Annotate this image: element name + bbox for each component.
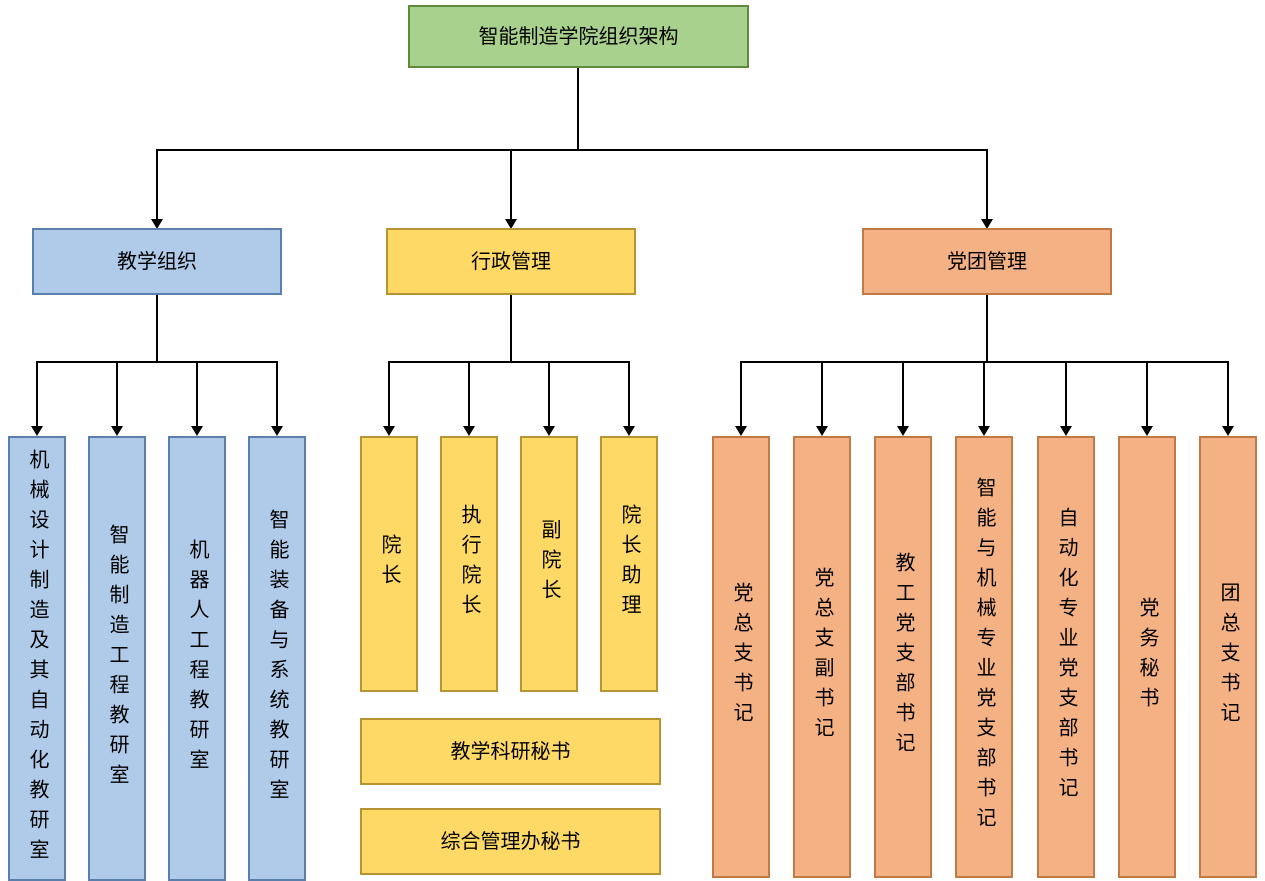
connector-line xyxy=(388,361,390,427)
connector-line xyxy=(740,361,742,427)
connector-line xyxy=(510,295,512,362)
branch-party: 党团管理 xyxy=(862,228,1112,295)
connector-line xyxy=(156,149,158,220)
node-admin-secretary-0-label: 教学科研秘书 xyxy=(450,740,571,763)
node-party-6-label: 团总支书记 xyxy=(1217,582,1239,732)
node-party-4: 自动化专业党支部书记 xyxy=(1037,436,1095,878)
connector-line xyxy=(36,361,278,363)
node-admin-0-label: 院长 xyxy=(378,534,400,594)
node-party-4-label: 自动化专业党支部书记 xyxy=(1055,507,1077,807)
connector-line xyxy=(821,361,823,427)
connector-line xyxy=(628,361,630,427)
connector-line xyxy=(510,149,512,220)
arrowhead-down-icon xyxy=(1060,426,1072,436)
connector-line xyxy=(1146,361,1148,427)
node-admin-secretary-1-label: 综合管理办秘书 xyxy=(440,830,581,853)
arrowhead-down-icon xyxy=(383,426,395,436)
node-party-5-label: 党务秘书 xyxy=(1136,597,1158,717)
node-admin-0: 院长 xyxy=(360,436,418,692)
node-teaching-1: 智能制造工程教研室 xyxy=(88,436,146,881)
connector-line xyxy=(196,361,198,427)
connector-line xyxy=(156,295,158,362)
connector-line xyxy=(388,361,630,363)
node-party-2: 教工党支部书记 xyxy=(874,436,932,878)
node-admin-3-label: 院长助理 xyxy=(618,504,640,624)
node-party-5: 党务秘书 xyxy=(1118,436,1176,878)
branch-admin-label: 行政管理 xyxy=(471,250,551,273)
arrowhead-down-icon xyxy=(1222,426,1234,436)
connector-line xyxy=(983,361,985,427)
connector-line xyxy=(36,361,38,427)
arrowhead-down-icon xyxy=(543,426,555,436)
arrowhead-down-icon xyxy=(31,426,43,436)
connector-line xyxy=(986,295,988,362)
node-teaching-3: 智能装备与系统教研室 xyxy=(248,436,306,881)
node-teaching-3-label: 智能装备与系统教研室 xyxy=(266,508,288,809)
arrowhead-down-icon xyxy=(981,219,993,229)
node-party-6: 团总支书记 xyxy=(1199,436,1257,878)
arrowhead-down-icon xyxy=(191,426,203,436)
root-node: 智能制造学院组织架构 xyxy=(408,5,749,68)
arrowhead-down-icon xyxy=(505,219,517,229)
node-teaching-2-label: 机器人工程教研室 xyxy=(186,538,208,779)
connector-line xyxy=(577,68,579,150)
branch-teaching: 教学组织 xyxy=(32,228,282,295)
arrowhead-down-icon xyxy=(978,426,990,436)
node-party-2-label: 教工党支部书记 xyxy=(892,552,914,762)
connector-line xyxy=(156,149,988,151)
arrowhead-down-icon xyxy=(735,426,747,436)
node-admin-2-label: 副院长 xyxy=(538,519,560,609)
node-teaching-2: 机器人工程教研室 xyxy=(168,436,226,881)
arrowhead-down-icon xyxy=(1141,426,1153,436)
node-teaching-0: 机械设计制造及其自动化教研室 xyxy=(8,436,66,881)
node-party-3: 智能与机械专业党支部书记 xyxy=(955,436,1013,878)
connector-line xyxy=(468,361,470,427)
branch-teaching-label: 教学组织 xyxy=(117,250,197,273)
connector-line xyxy=(116,361,118,427)
branch-admin: 行政管理 xyxy=(386,228,636,295)
node-party-3-label: 智能与机械专业党支部书记 xyxy=(973,477,995,837)
root-node-label: 智能制造学院组织架构 xyxy=(478,25,679,48)
node-admin-secretary-1: 综合管理办秘书 xyxy=(360,808,661,875)
branch-party-label: 党团管理 xyxy=(947,250,1027,273)
connector-line xyxy=(1065,361,1067,427)
node-teaching-1-label: 智能制造工程教研室 xyxy=(106,523,128,794)
node-party-0: 党总支书记 xyxy=(712,436,770,878)
arrowhead-down-icon xyxy=(111,426,123,436)
connector-line xyxy=(902,361,904,427)
node-party-1: 党总支副书记 xyxy=(793,436,851,878)
arrowhead-down-icon xyxy=(151,219,163,229)
node-party-0-label: 党总支书记 xyxy=(730,582,752,732)
arrowhead-down-icon xyxy=(463,426,475,436)
node-admin-1-label: 执行院长 xyxy=(458,504,480,624)
arrowhead-down-icon xyxy=(623,426,635,436)
node-party-1-label: 党总支副书记 xyxy=(811,567,833,747)
connector-line xyxy=(548,361,550,427)
node-teaching-0-label: 机械设计制造及其自动化教研室 xyxy=(26,448,48,869)
node-admin-1: 执行院长 xyxy=(440,436,498,692)
node-admin-secretary-0: 教学科研秘书 xyxy=(360,718,661,785)
connector-line xyxy=(1227,361,1229,427)
arrowhead-down-icon xyxy=(271,426,283,436)
node-admin-3: 院长助理 xyxy=(600,436,658,692)
arrowhead-down-icon xyxy=(897,426,909,436)
node-admin-2: 副院长 xyxy=(520,436,578,692)
connector-line xyxy=(986,149,988,220)
connector-line xyxy=(276,361,278,427)
arrowhead-down-icon xyxy=(816,426,828,436)
